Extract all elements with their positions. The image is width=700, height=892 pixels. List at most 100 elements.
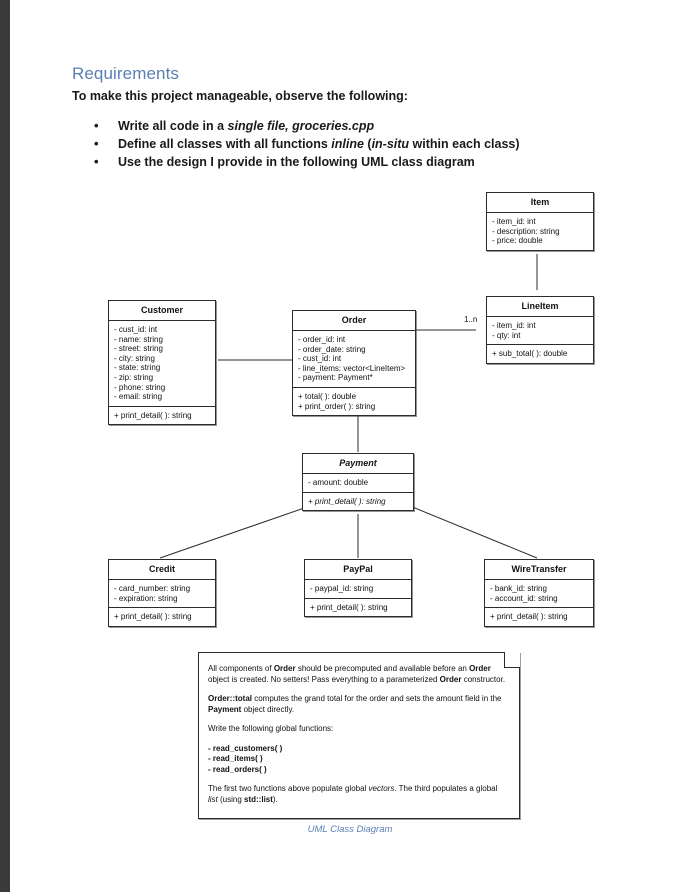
attribute: - cust_id: int — [114, 325, 158, 334]
attribute: - state: string — [114, 363, 161, 373]
note-text: should be precomputed and available befo… — [295, 664, 470, 673]
operation: + print_detail( ): string — [310, 602, 388, 612]
note-paragraph-2: Order::total computes the grand total fo… — [208, 694, 509, 715]
attribute: - phone: string — [114, 382, 166, 392]
bullet-text-1: Write all code in a — [118, 119, 228, 133]
attribute: - amount: double — [308, 478, 369, 487]
class-name-credit: Credit — [109, 560, 215, 580]
note-fold-corner — [504, 651, 520, 668]
class-name-wiretransfer: WireTransfer — [485, 560, 593, 580]
class-operations-wiretransfer: + print_detail( ): string — [485, 608, 593, 626]
uml-class-paypal[interactable]: PayPal - paypal_id: string + print_detai… — [304, 559, 412, 618]
note-paragraph-4: The first two functions above populate g… — [208, 784, 509, 805]
note-text: object is created. No setters! Pass ever… — [208, 674, 440, 684]
note-text: . The third populates a global — [394, 784, 498, 793]
bullet-text-2b: ( — [363, 137, 372, 151]
class-attributes-payment: - amount: double — [303, 474, 413, 493]
note-italic: vectors — [368, 784, 395, 793]
uml-note: All components of Order should be precom… — [198, 651, 520, 819]
page-title: Requirements — [72, 64, 180, 83]
class-name-item: Item — [487, 193, 593, 213]
uml-class-customer[interactable]: Customer - cust_id: int - name: string -… — [108, 300, 216, 426]
relationship-wiretransfer-payment — [409, 505, 538, 559]
uml-class-lineitem[interactable]: LineItem - item_id: int - qty: int + sub… — [486, 296, 594, 364]
bullet-text-3: Use the design I provide in the followin… — [118, 155, 475, 169]
requirements-list: Write all code in a single file, groceri… — [72, 117, 592, 172]
note-function-list: - read_customers( ) - read_items( ) - re… — [208, 744, 509, 776]
attribute: - description: string — [492, 226, 560, 236]
note-function: - read_orders( ) — [208, 765, 509, 776]
operation: + print_detail( ): string — [114, 612, 192, 622]
class-name-customer: Customer — [109, 301, 215, 321]
diagram-caption: UML Class Diagram — [307, 824, 393, 835]
uml-class-wiretransfer[interactable]: WireTransfer - bank_id: string - account… — [484, 559, 594, 627]
attribute: - account_id: string — [490, 593, 558, 603]
note-text: constructor. — [461, 674, 506, 684]
uml-class-credit[interactable]: Credit - card_number: string - expiratio… — [108, 559, 216, 627]
list-item: Use the design I provide in the followin… — [72, 153, 592, 171]
class-operations-customer: + print_detail( ): string — [109, 407, 215, 425]
bullet-emphasis-2b: in-situ — [371, 137, 410, 151]
class-name-order: Order — [293, 311, 415, 331]
note-bold: Order — [469, 664, 491, 673]
class-attributes-credit: - card_number: string - expiration: stri… — [109, 580, 215, 609]
note-text: object directly. — [241, 704, 295, 714]
note-bold: - read_items( ) — [208, 754, 263, 763]
attribute: - cust_id: int — [298, 354, 342, 364]
class-attributes-order: - order_id: int - order_date: string - c… — [293, 331, 415, 388]
page-left-margin — [10, 0, 14, 892]
note-bold: Order::total — [208, 694, 252, 703]
note-function: - read_customers( ) — [208, 744, 509, 755]
attribute: - paypal_id: string — [310, 584, 374, 593]
note-italic: list — [208, 794, 218, 804]
note-function: - read_items( ) — [208, 754, 509, 765]
uml-class-payment[interactable]: Payment - amount: double + print_detail(… — [302, 453, 414, 512]
class-attributes-lineitem: - item_id: int - qty: int — [487, 317, 593, 346]
uml-class-item[interactable]: Item - item_id: int - description: strin… — [486, 192, 594, 251]
bullet-emphasis-2a: inline — [331, 137, 364, 151]
attribute: - qty: int — [492, 330, 521, 340]
bullet-emphasis-1: single file, groceries.cpp — [227, 119, 375, 133]
note-text: All components of — [208, 664, 274, 673]
class-name-paypal: PayPal — [305, 560, 411, 580]
attribute: - payment: Payment* — [298, 373, 373, 383]
note-text: (using — [217, 794, 245, 804]
class-name-payment: Payment — [303, 454, 413, 474]
attribute: - name: string — [114, 334, 163, 344]
class-attributes-wiretransfer: - bank_id: string - account_id: string — [485, 580, 593, 609]
attribute: - expiration: string — [114, 593, 178, 603]
note-text: The first two functions above populate g… — [208, 784, 369, 793]
attribute: - item_id: int — [492, 321, 536, 330]
list-item: Write all code in a single file, groceri… — [72, 117, 592, 135]
operation: + print_detail( ): string — [308, 496, 386, 506]
class-attributes-paypal: - paypal_id: string — [305, 580, 411, 599]
note-bold: - read_customers( ) — [208, 743, 283, 753]
note-bold: Order — [439, 674, 462, 684]
note-text: computes the grand total for the order a… — [252, 694, 502, 703]
note-paragraph-1: All components of Order should be precom… — [208, 664, 509, 685]
attribute: - line_items: vector<LineItem> — [298, 363, 406, 373]
operation: + total( ): double — [298, 391, 357, 401]
relationship-credit-payment — [159, 505, 311, 559]
attribute: - bank_id: string — [490, 584, 547, 593]
attribute: - zip: string — [114, 372, 154, 382]
note-text: Write the following global functions: — [208, 724, 334, 733]
list-item: Define all classes with all functions in… — [72, 135, 592, 153]
class-operations-credit: + print_detail( ): string — [109, 608, 215, 626]
note-bold: Order — [273, 664, 296, 673]
note-bold: - read_orders( ) — [208, 764, 267, 774]
class-operations-paypal: + print_detail( ): string — [305, 599, 411, 617]
attribute: - order_date: string — [298, 344, 366, 354]
note-bold: std::list — [244, 794, 273, 804]
note-paragraph-3: Write the following global functions: — [208, 724, 509, 735]
operation: + print_detail( ): string — [114, 410, 192, 420]
bullet-text-2a: Define all classes with all functions — [118, 137, 332, 151]
attribute: - item_id: int — [492, 217, 536, 226]
attribute: - street: string — [114, 344, 163, 354]
class-attributes-customer: - cust_id: int - name: string - street: … — [109, 321, 215, 407]
note-body: All components of Order should be precom… — [199, 653, 519, 813]
bullet-text-2c: within each class) — [409, 137, 520, 151]
uml-class-order[interactable]: Order - order_id: int - order_date: stri… — [292, 310, 416, 417]
class-operations-order: + total( ): double + print_order( ): str… — [293, 388, 415, 415]
